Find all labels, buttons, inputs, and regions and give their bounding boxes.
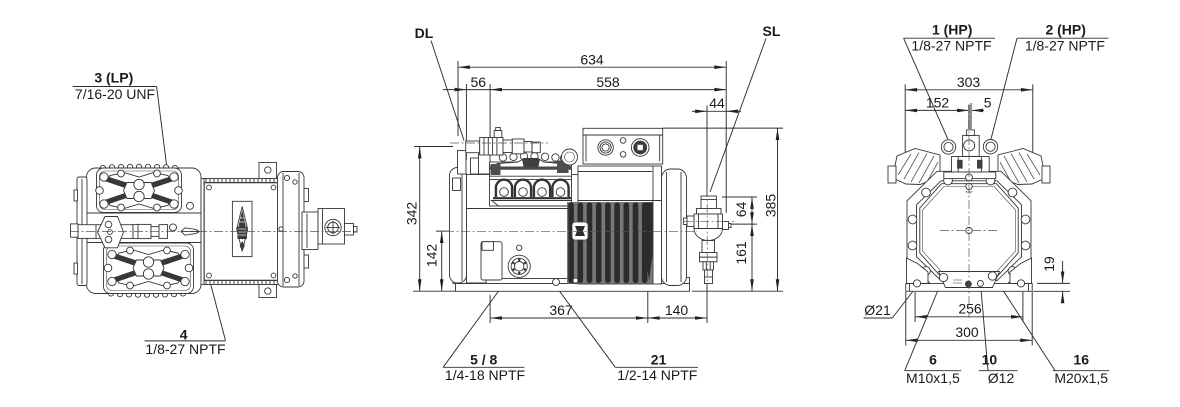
- svg-text:Ø21: Ø21: [864, 302, 891, 318]
- svg-text:1/2-14 NPTF: 1/2-14 NPTF: [617, 367, 697, 383]
- svg-text:303: 303: [957, 74, 981, 90]
- svg-text:1/4-18 NPTF: 1/4-18 NPTF: [445, 367, 525, 383]
- svg-text:16: 16: [1073, 352, 1089, 368]
- svg-text:634: 634: [580, 52, 604, 68]
- svg-text:300: 300: [955, 324, 979, 340]
- svg-text:558: 558: [596, 74, 620, 90]
- svg-text:161: 161: [733, 241, 749, 265]
- svg-text:19: 19: [1041, 256, 1057, 272]
- svg-text:DL: DL: [415, 25, 434, 41]
- svg-text:M20x1,5: M20x1,5: [1054, 370, 1108, 386]
- svg-text:256: 256: [958, 301, 982, 317]
- svg-text:1/8-27 NPTF: 1/8-27 NPTF: [911, 37, 991, 53]
- svg-text:21: 21: [651, 352, 667, 368]
- svg-text:6: 6: [929, 352, 937, 368]
- svg-text:Ø12: Ø12: [988, 370, 1015, 386]
- svg-text:M10x1,5: M10x1,5: [906, 370, 960, 386]
- svg-text:5 / 8: 5 / 8: [470, 352, 497, 368]
- svg-text:1/8-27 NPTF: 1/8-27 NPTF: [145, 341, 225, 357]
- svg-text:1 (HP): 1 (HP): [932, 22, 972, 38]
- svg-text:7/16-20 UNF: 7/16-20 UNF: [75, 86, 155, 102]
- svg-text:SL: SL: [763, 23, 781, 39]
- svg-text:367: 367: [549, 302, 573, 318]
- svg-text:385: 385: [763, 194, 779, 218]
- svg-text:10: 10: [982, 352, 998, 368]
- svg-text:152: 152: [926, 95, 950, 111]
- svg-text:140: 140: [665, 302, 689, 318]
- svg-text:5: 5: [984, 95, 992, 111]
- svg-text:142: 142: [423, 244, 439, 268]
- svg-text:4: 4: [180, 327, 188, 343]
- svg-text:56: 56: [471, 74, 487, 90]
- svg-text:2 (HP): 2 (HP): [1045, 22, 1085, 38]
- svg-text:1/8-27 NPTF: 1/8-27 NPTF: [1025, 37, 1105, 53]
- svg-text:342: 342: [404, 202, 420, 226]
- svg-text:44: 44: [709, 95, 725, 111]
- svg-text:3 (LP): 3 (LP): [94, 69, 133, 85]
- svg-text:64: 64: [733, 202, 749, 218]
